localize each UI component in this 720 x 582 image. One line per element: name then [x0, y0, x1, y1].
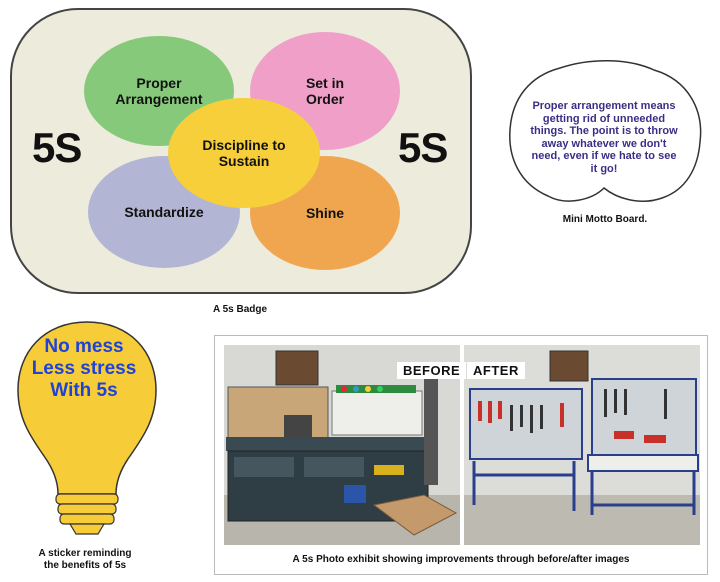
before-label: BEFORE: [397, 362, 467, 379]
petal-set-in-order: Set in Order: [250, 32, 400, 150]
five-s-badge: Proper Arrangement Set in Order Standard…: [10, 8, 472, 294]
motto-board-shape: [509, 60, 702, 202]
sticker-caption: A sticker reminding the benefits of 5s: [38, 548, 132, 571]
sticker-slogan: No mess Less stress With 5s: [24, 336, 144, 402]
petal-proper-arrangement: Proper Arrangement: [84, 36, 234, 146]
badge-left-label: 5S: [32, 124, 82, 171]
motto-board-text: Proper arrangement means getting rid of …: [530, 100, 678, 175]
badge-caption: A 5s Badge: [212, 304, 268, 315]
petal-shine: Shine: [250, 156, 400, 270]
motto-caption: Mini Motto Board.: [562, 214, 648, 225]
sticker-line-3: With 5s: [50, 380, 118, 401]
sticker-line-2: Less stress: [31, 358, 137, 379]
after-label: AFTER: [467, 362, 525, 379]
sticker-line-1: No mess: [44, 336, 124, 357]
badge-right-label: 5S: [398, 124, 448, 171]
petal-discipline-to-sustain: Discipline to Sustain: [168, 98, 320, 208]
lightbulb-icon: [17, 321, 157, 535]
photo-exhibit-caption: A 5s Photo exhibit showing improvements …: [292, 554, 630, 565]
photo-exhibit: BEFORE AFTER A 5s Photo exhibit showing …: [214, 335, 708, 575]
